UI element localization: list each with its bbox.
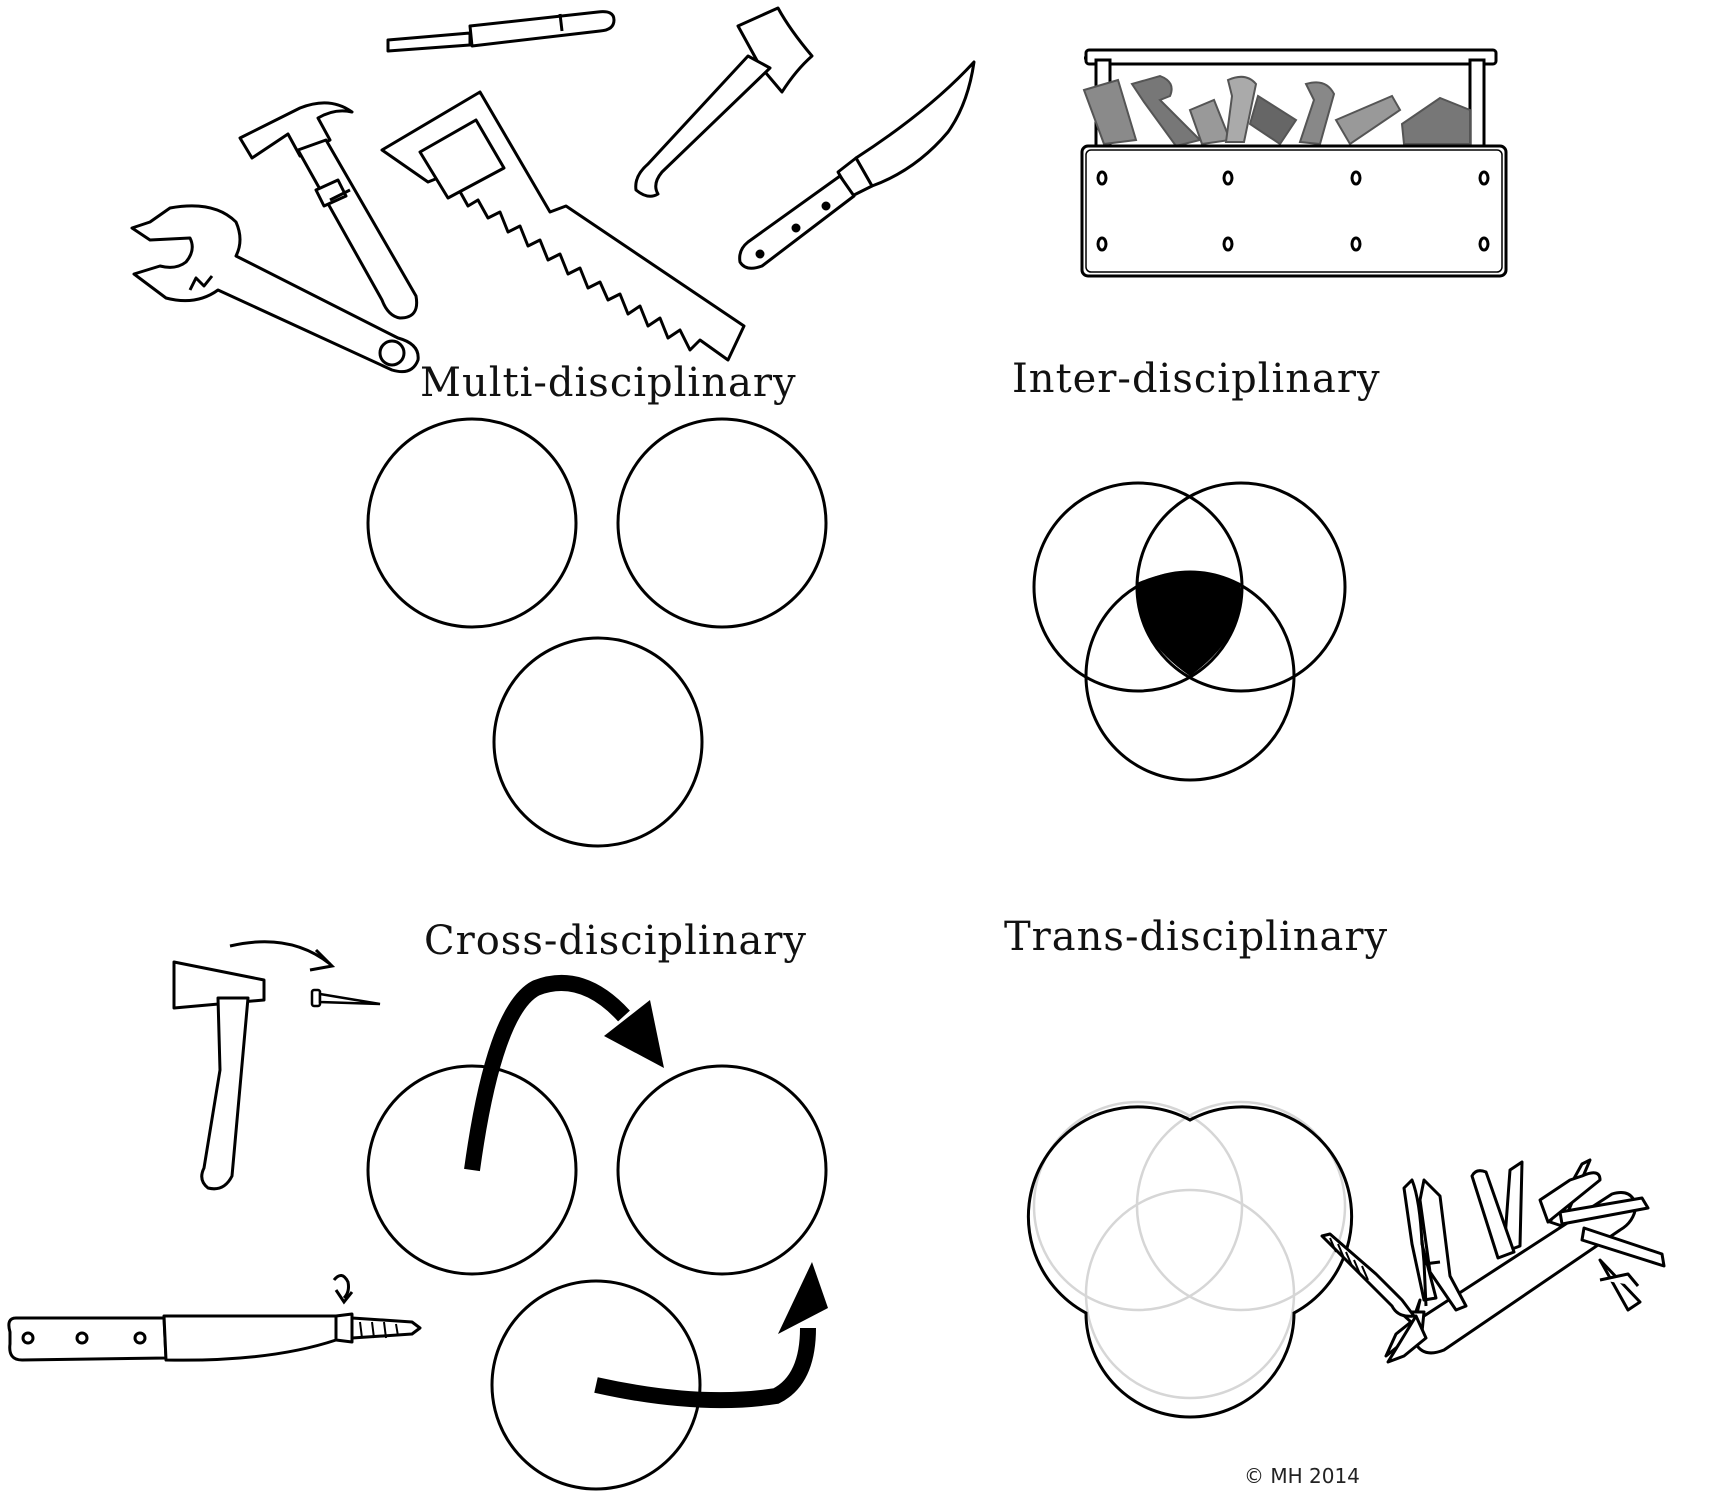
trans-circle-faint-1: [1032, 1100, 1244, 1312]
rotate-arrow-icon: [332, 1274, 354, 1305]
label-trans-disciplinary: Trans-disciplinary: [1004, 914, 1389, 960]
cross-circles: [366, 1064, 828, 1491]
toolbox-icon: [1080, 48, 1508, 278]
inter-venn: [1032, 481, 1347, 782]
trans-outline: [1026, 1105, 1354, 1419]
cross-circle-1: [366, 1064, 578, 1276]
trans-circle-faint-2: [1135, 1100, 1347, 1312]
knife-icon: [738, 60, 976, 270]
cross-circle-3: [490, 1279, 702, 1491]
trans-circle-faint-3: [1084, 1188, 1296, 1400]
label-inter-disciplinary: Inter-disciplinary: [1012, 356, 1381, 402]
curved-arrow-icon: [229, 940, 336, 972]
wrench-icon: [130, 204, 420, 374]
hammer-icon: [238, 101, 419, 320]
screwdriver-icon: [386, 10, 616, 53]
cross-circle-2: [616, 1064, 828, 1276]
multi-circles: [366, 417, 828, 848]
cross-arrow-1: [464, 974, 664, 1172]
axe-icon: [172, 960, 266, 1191]
multi-circle-3: [492, 636, 704, 848]
trans-venn: [1026, 1100, 1354, 1419]
knife-icon: [7, 1312, 422, 1362]
inter-circle-3: [1084, 570, 1296, 782]
swiss-army-knife-icon: [1320, 1158, 1666, 1364]
axe-icon: [634, 6, 814, 198]
nail-icon: [310, 988, 381, 1008]
label-multi-disciplinary: Multi-disciplinary: [420, 360, 797, 406]
multi-circle-1: [366, 417, 578, 629]
saw-icon: [380, 90, 746, 362]
copyright-text: © MH 2014: [1244, 1464, 1360, 1488]
label-cross-disciplinary: Cross-disciplinary: [424, 918, 808, 964]
multi-circle-2: [616, 417, 828, 629]
cross-arrow-2: [594, 1262, 828, 1409]
